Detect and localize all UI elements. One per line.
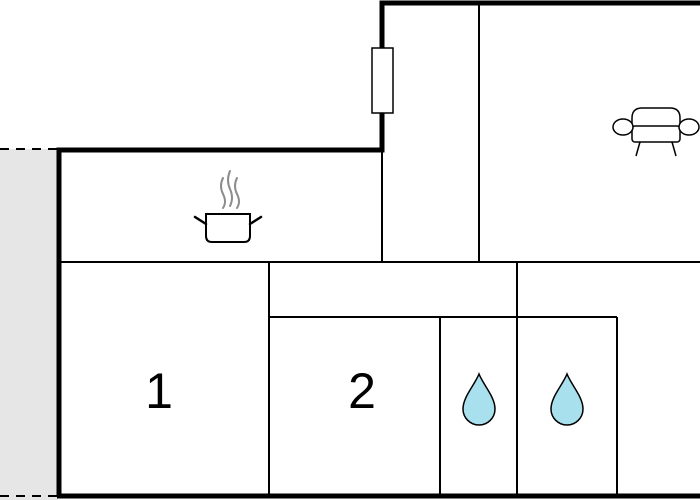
cooking-pot-icon <box>193 170 263 243</box>
interior-walls <box>59 3 700 496</box>
room-label-1: 1 <box>145 363 173 419</box>
water-drop-icon <box>462 372 496 426</box>
window-icon <box>371 47 394 114</box>
water-drop-icon <box>550 372 584 426</box>
sofa-icon <box>612 107 700 157</box>
room-label-2: 2 <box>348 363 376 419</box>
terrace-area <box>0 149 58 500</box>
